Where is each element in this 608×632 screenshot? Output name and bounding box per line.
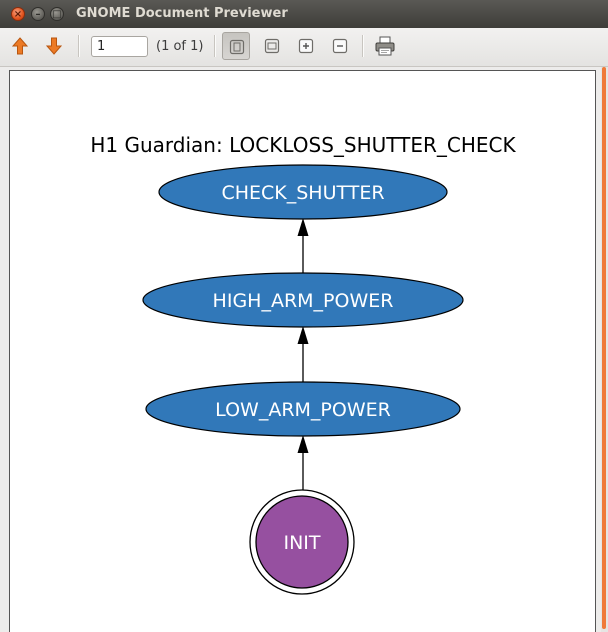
toolbar-separator <box>78 35 80 57</box>
toolbar: (1 of 1) <box>0 28 608 67</box>
node-init: INIT <box>249 489 355 595</box>
graph-edge <box>297 218 309 273</box>
close-window-button[interactable]: × <box>11 7 25 21</box>
zoom-out-button[interactable] <box>326 32 354 60</box>
state-graph-diagram: H1 Guardian: LOCKLOSS_SHUTTER_CHECK <box>90 133 516 595</box>
maximize-window-button[interactable]: □ <box>50 7 64 21</box>
zoom-in-button[interactable] <box>292 32 320 60</box>
toolbar-separator <box>214 35 216 57</box>
vertical-scrollbar[interactable] <box>601 67 608 632</box>
page-number-input[interactable] <box>91 36 148 57</box>
fit-page-icon <box>229 39 245 55</box>
document-viewport[interactable]: H1 Guardian: LOCKLOSS_SHUTTER_CHECK <box>0 67 608 632</box>
scrollbar-thumb[interactable] <box>602 67 606 629</box>
node-label: HIGH_ARM_POWER <box>213 290 394 312</box>
diagram-title: H1 Guardian: LOCKLOSS_SHUTTER_CHECK <box>90 133 516 157</box>
node-label: INIT <box>283 532 320 554</box>
window-title: GNOME Document Previewer <box>76 6 288 21</box>
toolbar-separator <box>362 35 364 57</box>
print-button[interactable] <box>371 32 399 60</box>
previous-page-button[interactable] <box>6 32 34 60</box>
arrow-up-icon <box>11 37 29 55</box>
zoom-in-icon <box>298 38 314 54</box>
printer-icon <box>375 36 395 56</box>
fit-width-button[interactable] <box>258 32 286 60</box>
arrow-down-icon <box>45 37 63 55</box>
minimize-window-button[interactable]: – <box>31 7 45 21</box>
document-page: H1 Guardian: LOCKLOSS_SHUTTER_CHECK <box>9 70 596 632</box>
graph-edge <box>297 435 309 491</box>
page-count-label: (1 of 1) <box>156 39 204 54</box>
node-low-arm-power: LOW_ARM_POWER <box>145 381 461 437</box>
zoom-out-icon <box>332 38 348 54</box>
graph-edge <box>297 326 309 382</box>
title-bar[interactable]: × – □ GNOME Document Previewer <box>0 0 608 28</box>
fit-page-button[interactable] <box>222 32 250 60</box>
node-high-arm-power: HIGH_ARM_POWER <box>142 272 464 328</box>
fit-width-icon <box>264 38 280 54</box>
node-label: LOW_ARM_POWER <box>215 399 391 421</box>
node-check-shutter: CHECK_SHUTTER <box>158 164 448 220</box>
next-page-button[interactable] <box>40 32 68 60</box>
node-label: CHECK_SHUTTER <box>221 182 384 204</box>
